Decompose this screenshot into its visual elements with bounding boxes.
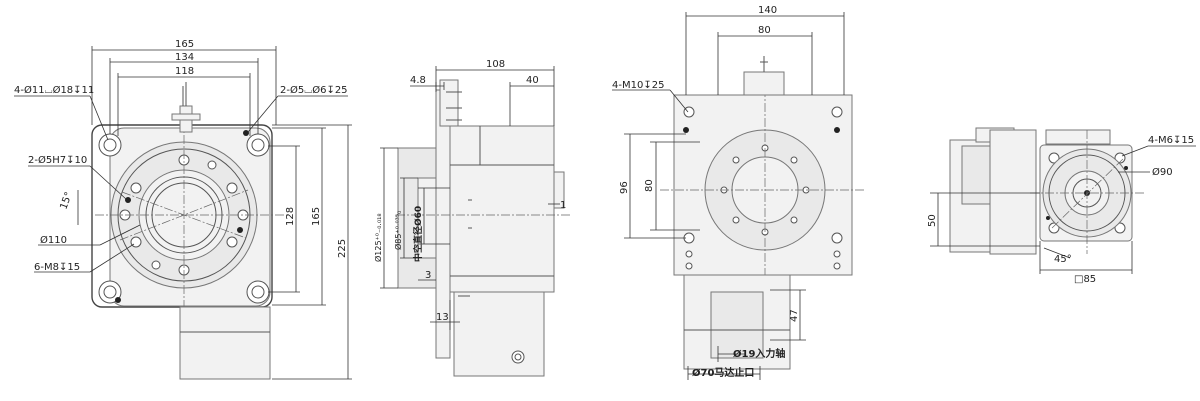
dim-40: 40 — [526, 75, 539, 86]
label-pin-holes-right: 2-Ø5⌴Ø6↧25 — [280, 84, 348, 96]
dim-height-128: 128 — [285, 207, 296, 226]
dim-47: 47 — [789, 309, 800, 322]
label-corner-holes: 4-Ø11⌴Ø18↧11 — [14, 84, 94, 96]
label-bore: Ø110 — [40, 234, 67, 246]
dim-width-118: 118 — [175, 66, 194, 77]
dim-140: 140 — [758, 5, 777, 16]
motor-view: 50 4-M6↧15 Ø90 45° □85 — [927, 127, 1196, 285]
dim-1: 1 — [560, 200, 566, 211]
dim-width-165: 165 — [175, 39, 194, 50]
dim-square-85: □85 — [1074, 274, 1096, 285]
label-mounting-holes: 4-M10↧25 — [612, 80, 664, 91]
label-input-shaft: Ø19入力轴 — [733, 347, 785, 360]
dim-108: 108 — [486, 59, 505, 70]
dim-height-225: 225 — [337, 239, 348, 258]
label-hollow-dia: 中空直径Ø60 — [412, 206, 424, 262]
top-view: 140 80 96 80 4-M10↧25 47 Ø19入力轴 Ø70马达止口 — [612, 5, 866, 380]
dim-dia-125: Ø125⁺⁰₋₀.₀₁₈ — [373, 213, 383, 262]
dim-height-165: 165 — [311, 207, 322, 226]
dim-80-side: 80 — [644, 179, 655, 192]
label-motor-dia-90: Ø90 — [1152, 166, 1173, 178]
dim-13: 13 — [436, 312, 449, 323]
dim-3: 3 — [425, 270, 431, 281]
dim-dia-85: Ø85⁺⁰·⁰³⁵₀ — [393, 211, 403, 250]
label-motor-threaded: 4-M6↧15 — [1148, 135, 1194, 146]
dim-96: 96 — [619, 181, 630, 194]
dim-width-134: 134 — [175, 52, 194, 63]
label-angle-45: 45° — [1054, 254, 1072, 265]
label-motor-spigot: Ø70马达止口 — [692, 366, 754, 379]
dim-4-8: 4.8 — [410, 75, 426, 86]
label-angle-15: 15° — [58, 191, 74, 211]
label-threaded-holes: 6-M8↧15 — [34, 262, 80, 273]
label-pin-holes: 2-Ø5H7↧10 — [28, 154, 87, 166]
front-view: 165 134 118 128 165 225 4-Ø11⌴Ø18↧11 2-Ø… — [14, 39, 352, 380]
dim-50: 50 — [927, 214, 938, 227]
side-view: 108 40 4.8 Ø125⁺⁰₋₀.₀₁₈ Ø85⁺⁰·⁰³⁵₀ 中空直径Ø… — [373, 59, 570, 377]
dim-80-top: 80 — [758, 25, 771, 36]
